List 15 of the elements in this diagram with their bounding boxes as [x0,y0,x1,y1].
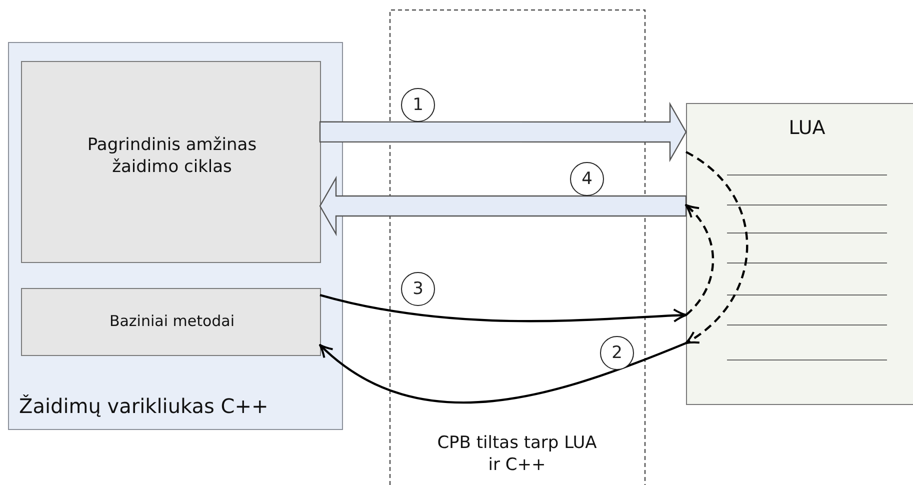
edge-label: 2 [600,336,634,370]
edge-label: 1 [401,88,435,122]
engine-panel [8,42,343,430]
block-arrow [319,102,687,162]
edge-label: 3 [401,272,435,306]
edge-label: 4 [570,162,604,196]
node-label: Pagrindinis amžinas žaidimo ciklas [86,134,258,178]
node-label: Žaidimų varikliukas C++ [19,393,270,419]
node-label: Baziniai metodai [108,312,236,332]
script-panel [686,103,913,405]
block-arrow [319,176,687,236]
node-label: LUA [788,116,826,141]
process-box [21,61,321,263]
process-box [21,288,321,356]
zone-caption: CPB tiltas tarp LUA ir C++ [437,432,597,476]
